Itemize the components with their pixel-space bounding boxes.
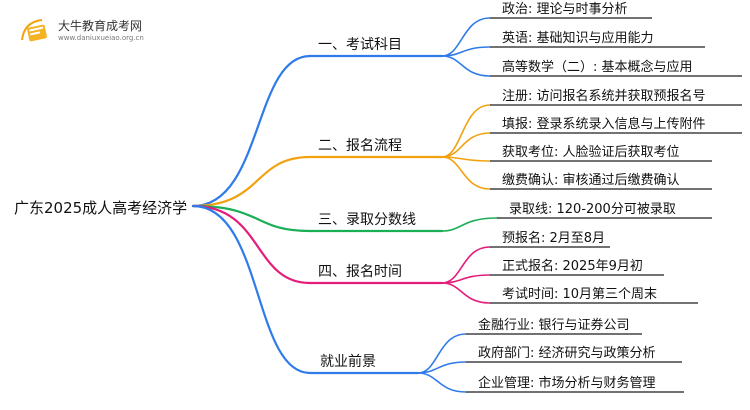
leaf-label: 预报名: 2月至8月	[502, 230, 605, 246]
leaf-label: 缴费确认: 审核通过后缴费确认	[502, 173, 680, 188]
leaf-label: 注册: 访问报名系统并获取预报名号	[502, 88, 706, 104]
leaf-connector	[441, 55, 491, 77]
leaf-label: 高等数学（二）: 基本概念与应用	[502, 59, 693, 75]
leaf-label: 政府部门: 经济研究与政策分析	[478, 345, 656, 361]
branch-label: 三、录取分数线	[318, 212, 416, 228]
leaf-label: 填报: 登录系统录入信息与上传附件	[502, 116, 706, 132]
branch-label: 二、报名流程	[318, 138, 402, 154]
leaf-label: 英语: 基础知识与应用能力	[502, 30, 654, 46]
branch-connector	[191, 155, 312, 208]
leaf-connector	[441, 132, 491, 158]
leaf-connector	[441, 46, 491, 57]
branch-label: 四、报名时间	[318, 264, 402, 280]
leaf-label: 政治: 理论与时事分析	[502, 2, 628, 17]
leaf-label: 考试时间: 10月第三个周末	[502, 287, 657, 302]
leaf-connector	[441, 274, 491, 284]
leaf-connector	[441, 104, 491, 158]
branch-connector	[191, 204, 312, 285]
leaf-label: 获取考位: 人脸验证后获取考位	[502, 144, 680, 160]
branch-connector	[191, 204, 312, 233]
root-node-label: 广东2025成人高考经济学	[14, 199, 187, 217]
book-logo-icon	[21, 19, 47, 42]
leaf-connector	[441, 282, 491, 304]
leaf-connector	[417, 333, 467, 374]
leaf-connector	[441, 217, 498, 232]
watermark-site-name: 大牛教育成考网	[58, 19, 143, 33]
branch-connector	[191, 204, 312, 375]
branch-connector	[191, 54, 312, 208]
watermark-site-url: www.daniuxueiao.org.cn	[58, 34, 144, 42]
leaf-connector	[417, 372, 467, 393]
leaf-connector	[441, 156, 491, 190]
branch-label: 就业前景	[320, 353, 376, 370]
leaf-label: 金融行业: 银行与证券公司	[478, 317, 630, 333]
leaf-label: 录取线: 120-200分可被录取	[509, 202, 676, 217]
leaf-label: 企业管理: 市场分析与财务管理	[478, 375, 656, 391]
leaf-label: 正式报名: 2025年9月初	[502, 258, 643, 274]
site-watermark: 大牛教育成考网 www.daniuxueiao.org.cn	[16, 14, 186, 48]
branch-label: 一、考试科目	[318, 37, 402, 53]
